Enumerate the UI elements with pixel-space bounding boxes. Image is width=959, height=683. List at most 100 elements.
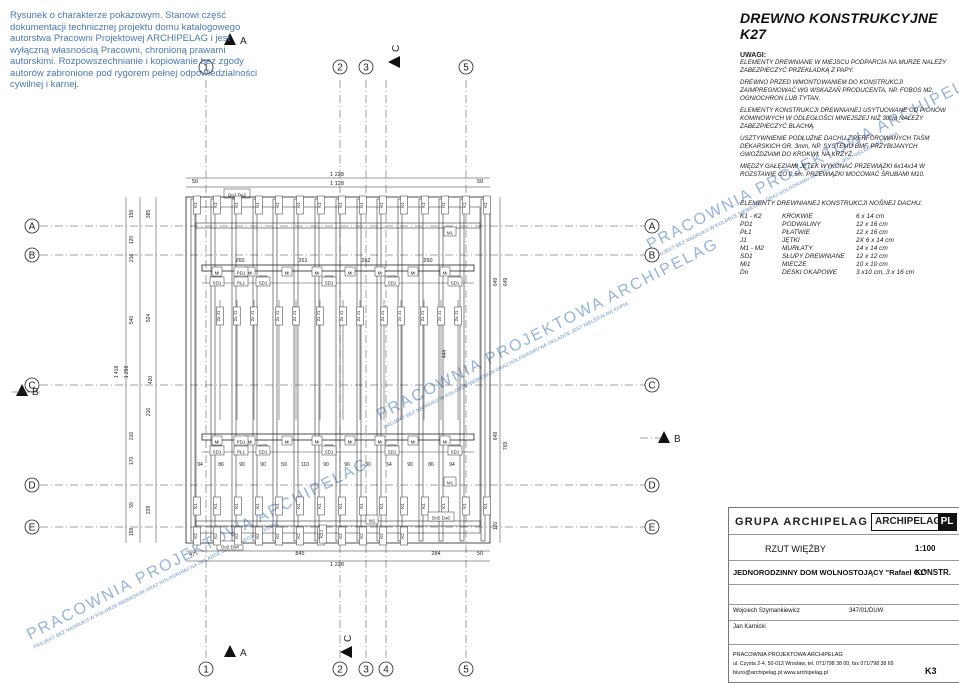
tag-j1-box: [420, 306, 428, 326]
spacing-label-bottom: 90: [260, 462, 266, 468]
dim-left-label: 216: [129, 254, 135, 263]
tag-k1: K1: [338, 503, 343, 509]
element-name: JĘTKI: [782, 237, 800, 244]
spacing-label-bottom: 90: [365, 462, 371, 468]
tag-k1: K1: [193, 503, 198, 509]
tag-mi: Mi: [248, 271, 253, 276]
dim-right-label: 649: [493, 278, 499, 287]
beam-span-label: 260: [235, 258, 244, 264]
tag-k1-box: [483, 195, 491, 215]
rafter: [293, 198, 299, 542]
axis-bubble-bottom-4: 4: [383, 665, 389, 676]
rafter: [314, 198, 320, 542]
element-size: 10 x 10 cm: [856, 261, 888, 268]
dim-top-wall: 1 128: [330, 181, 344, 187]
tag-k1: K1: [462, 202, 467, 208]
axis-bubble-top-2: 2: [337, 63, 343, 74]
tag-mi-box: [374, 266, 386, 277]
tag-pl1-box: [233, 276, 249, 287]
tag-sd1-box: [255, 445, 271, 456]
tag-k2-box: [213, 526, 221, 546]
tag-k1-box: [483, 496, 491, 516]
tag-k2-box: [275, 526, 283, 546]
tag-k1-box: [213, 496, 221, 516]
spacing-label-bottom: 86: [428, 462, 434, 468]
axis-bubble-top-1: 1: [203, 63, 209, 74]
tag-sd1-box: [447, 445, 463, 456]
tag-mi: Mi: [348, 271, 353, 276]
axis-bubble-left-E-circle: [24, 519, 40, 535]
tag-mi: Mi: [215, 271, 220, 276]
tag-k1-box: [462, 195, 470, 215]
tag-k1-box: [359, 496, 367, 516]
spacing-label-bottom: 94: [449, 462, 455, 468]
dim-bottom-overhang-right: 50: [477, 551, 483, 557]
tag-pd1-box: [233, 435, 249, 446]
axis-bubble-top-5-circle: [458, 59, 474, 75]
tag-j1-box: [397, 306, 405, 326]
tag-k1-box: [441, 195, 449, 215]
element-size: 12 x 16 cm: [856, 221, 888, 228]
tag-sd1-box: [447, 276, 463, 287]
tag-j1-box: [216, 306, 224, 326]
element-code: K1 - K2: [740, 213, 762, 220]
tag-k1: K1: [359, 503, 364, 509]
rafter: [210, 198, 216, 542]
axis-bubble-top-3-circle: [358, 59, 374, 75]
tag-k1: K1: [193, 202, 198, 208]
tag-k2: K2: [400, 533, 405, 539]
tag-k1-box: [255, 496, 263, 516]
note-5: MIĘDZY GAŁĘZIAMI JĘTEK WYKONAĆ PRZEWIĄZK…: [740, 163, 925, 178]
dim-left-label: 385: [146, 210, 152, 219]
tag-k1-box: [400, 496, 408, 516]
tag-mi: Mi: [443, 440, 448, 445]
tag-j1: 2x J1: [356, 310, 361, 321]
tag-mi: Mi: [315, 440, 320, 445]
tag-k1: K1: [317, 202, 322, 208]
axis-bubble-right-C: C: [648, 381, 655, 392]
tag-m1-bottom: M1: [447, 481, 454, 486]
tag-mi-box: [374, 435, 386, 446]
axis-bubble-left-D: D: [28, 481, 35, 492]
spacing-label-bottom: 86: [218, 462, 224, 468]
tag-mi-box: [344, 435, 356, 446]
tag-j1: 2x J1: [233, 310, 238, 321]
tag-mi-box: [407, 435, 419, 446]
tag-k1: K1: [255, 503, 260, 509]
tag-k1: K1: [359, 202, 364, 208]
tag-k1: K1: [296, 202, 301, 208]
copyright-disclaimer: Rysunek o charakterze pokazowym. Stanowi…: [10, 10, 258, 90]
axis-bubble-right-B-circle: [644, 247, 660, 263]
tag-k1: K1: [441, 202, 446, 208]
tag-k1: K1: [441, 503, 446, 509]
rafter: [231, 198, 237, 542]
dim-left-label: 120: [129, 236, 135, 245]
tag-mi: Mi: [285, 440, 290, 445]
dim-bottom-left-part: 845: [295, 551, 304, 557]
watermark-subtext: PROJEKT BEZ NADRUKU W KOLORZE NIEBIESKIM…: [33, 521, 280, 651]
tag-k1: K1: [379, 202, 384, 208]
tag-j1: 2x J1: [380, 310, 385, 321]
tag-k1-box: [234, 496, 242, 516]
axis-bubble-top-2-circle: [332, 59, 348, 75]
tag-mi-box: [281, 266, 293, 277]
axis-bubble-left-C: C: [28, 381, 35, 392]
spacing-label-bottom: 90: [323, 462, 329, 468]
author-1: Wojciech Szymankiewicz: [733, 608, 800, 614]
section-mark-b-left: B: [16, 384, 39, 398]
tag-k2: K2: [213, 533, 218, 539]
axis-bubble-right-A-circle: [644, 218, 660, 234]
purlin-top: [201, 264, 475, 272]
element-size: 6 x 14 cm: [856, 213, 885, 220]
tag-k1: K1: [421, 202, 426, 208]
author-2: Jan Karnicki: [733, 624, 766, 630]
spacing-label-bottom: 90: [239, 462, 245, 468]
dim-right-label: 120: [493, 522, 499, 531]
section-mark-a-bottom-label: A: [240, 648, 247, 659]
tag-k2: K2: [338, 533, 343, 539]
roof-outline: [185, 196, 491, 544]
tag-mi-box: [439, 435, 451, 446]
axis-bubble-right-C-circle: [644, 377, 660, 393]
notes-panel: DREWNO KONSTRUKCYJNE K27 UWAGI: ELEMENTY…: [740, 10, 955, 179]
